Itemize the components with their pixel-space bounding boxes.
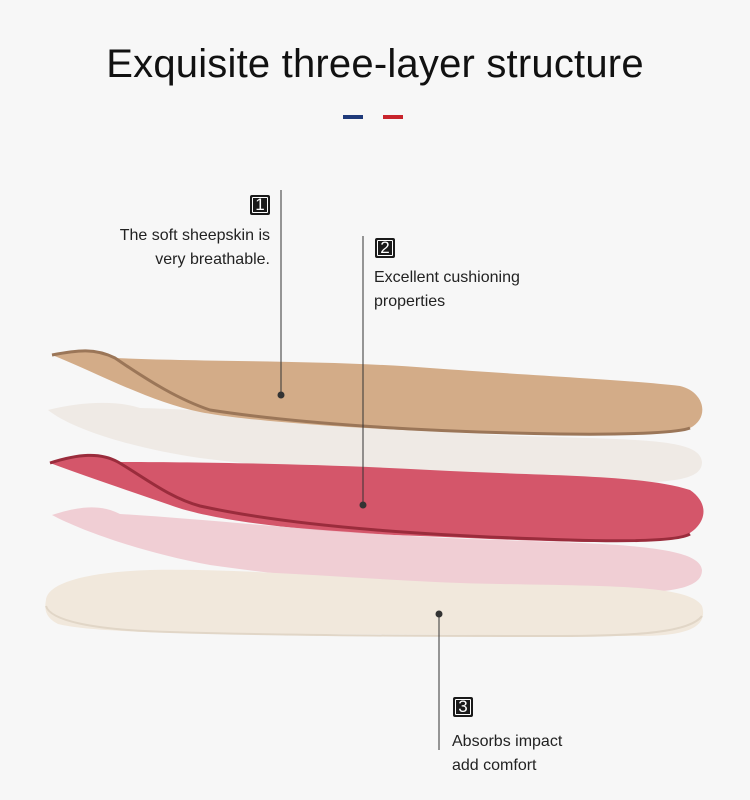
callout-dot-1 — [277, 391, 285, 399]
sheepskin-edge — [51, 349, 691, 436]
cushion-layer — [50, 455, 704, 542]
accent-bar-red — [383, 115, 403, 119]
layer-3-caption-line-2: add comfort — [452, 757, 537, 774]
callout-dot-2 — [359, 501, 367, 509]
layer-1-caption: The soft sheepskin is very breathable. — [10, 224, 270, 272]
accent-bar-blue — [343, 115, 363, 119]
sheepskin-layer — [52, 350, 703, 435]
sheepskin-shadow-layer — [48, 402, 702, 484]
base-edge — [45, 605, 703, 638]
layer-2-caption: Excellent cushioning properties — [374, 266, 634, 314]
base-layer — [45, 569, 704, 636]
layer-2-number-badge: 2 — [375, 238, 395, 258]
layer-3-caption: Absorbs impact add comfort — [452, 730, 712, 778]
cushion-edge — [49, 453, 691, 543]
page-title: Exquisite three-layer structure — [106, 42, 644, 86]
layer-3-caption-line-1: Absorbs impact — [452, 733, 563, 750]
layer-1-caption-line-2: very breathable. — [155, 251, 270, 268]
layer-1-caption-line-1: The soft sheepskin is — [119, 227, 270, 244]
layer-2-caption-line-1: Excellent cushioning — [374, 269, 520, 286]
callout-dot-3 — [435, 610, 443, 618]
layer-3-number-badge: 3 — [453, 697, 473, 717]
layer-1-number-badge: 1 — [250, 195, 270, 215]
layer-2-caption-line-2: properties — [374, 293, 446, 310]
pink-layer — [52, 507, 702, 594]
